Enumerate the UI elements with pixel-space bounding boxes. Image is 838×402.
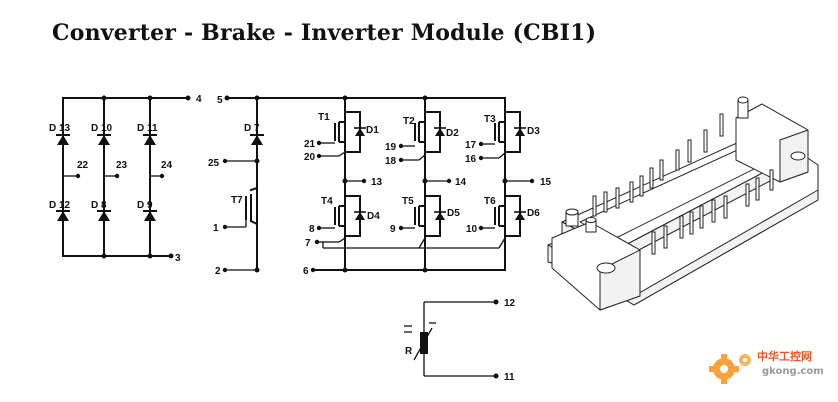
module-package-illustration: [547, 96, 819, 311]
small-gear-icon: [739, 354, 751, 366]
thermistor: R 12 11: [404, 298, 516, 383]
d4-label: D4: [367, 211, 380, 222]
pin-17-label: 17: [465, 140, 477, 151]
t3-label: T3: [484, 114, 496, 125]
output-15-label: 15: [540, 177, 552, 188]
pin-2-label: 2: [215, 266, 221, 277]
diode-d13-symbol: [55, 134, 71, 146]
terminal-6-label: 6: [303, 266, 309, 277]
d1-label: D1: [366, 125, 379, 136]
pin-16-label: 16: [465, 154, 477, 165]
diode-d9-symbol: [142, 210, 158, 222]
converter-bridge: D 13 D 10 D 11 D 12 D 8 D 9 22 23 24 4 3: [49, 94, 202, 264]
pin-12-label: 12: [504, 298, 516, 309]
pin-25-label: 25: [208, 158, 220, 169]
d8-label: D 8: [91, 200, 107, 211]
d7-label: D 7: [244, 123, 260, 134]
d12-label: D 12: [49, 200, 71, 211]
input-22-label: 22: [77, 160, 89, 171]
output-13-label: 13: [371, 177, 383, 188]
d11-label: D 11: [137, 123, 158, 134]
terminal-3-label: 3: [175, 253, 181, 264]
pin-11-label: 11: [504, 372, 515, 383]
d2-label: D2: [446, 128, 459, 139]
diode-d8-symbol: [96, 210, 112, 222]
diode-d10-symbol: [96, 134, 112, 146]
t7-label: T7: [231, 195, 243, 206]
pin-19-label: 19: [385, 142, 397, 153]
inverter-bridge: T1 T2 T3 T4 T5 T6 D1 D2 D3 D4 D5 D6 21 2…: [303, 95, 552, 277]
input-24-label: 24: [161, 160, 173, 171]
pin-8-label: 8: [309, 224, 315, 235]
diode-d12-symbol: [55, 210, 71, 222]
t1-label: T1: [318, 112, 330, 123]
watermark-brand: 中华工控网: [757, 349, 812, 363]
diode-d11-symbol: [142, 134, 158, 146]
d5-label: D5: [447, 208, 460, 219]
page-title: Converter - Brake - Inverter Module (CBI…: [52, 20, 597, 46]
t6-label: T6: [484, 196, 496, 207]
pin-9-label: 9: [390, 224, 396, 235]
pin-1-label: 1: [213, 223, 219, 234]
pin-20-label: 20: [304, 152, 316, 163]
pin-21-label: 21: [304, 139, 316, 150]
d9-label: D 9: [137, 200, 153, 211]
input-23-label: 23: [116, 160, 128, 171]
d3-label: D3: [527, 126, 540, 137]
watermark-url: gkong.com: [762, 366, 824, 377]
thermistor-label: R: [405, 346, 413, 357]
gkong-watermark: 中华工控网 gkong.com: [709, 349, 824, 384]
gear-icon: [709, 354, 739, 384]
pin-7-label: 7: [305, 238, 311, 249]
t4-label: T4: [321, 196, 333, 207]
pin-18-label: 18: [385, 156, 397, 167]
t2-label: T2: [403, 116, 415, 127]
pin-10-label: 10: [466, 224, 478, 235]
diode-d7-symbol: [249, 134, 265, 146]
t5-label: T5: [402, 196, 414, 207]
output-14-label: 14: [455, 177, 467, 188]
d6-label: D6: [527, 208, 540, 219]
brake-chopper: 5 D 7 25 T7 1 2: [208, 95, 506, 277]
terminal-5-label: 5: [217, 95, 223, 106]
d10-label: D 10: [91, 123, 113, 134]
terminal-4-label: 4: [196, 94, 202, 105]
d13-label: D 13: [49, 123, 71, 134]
